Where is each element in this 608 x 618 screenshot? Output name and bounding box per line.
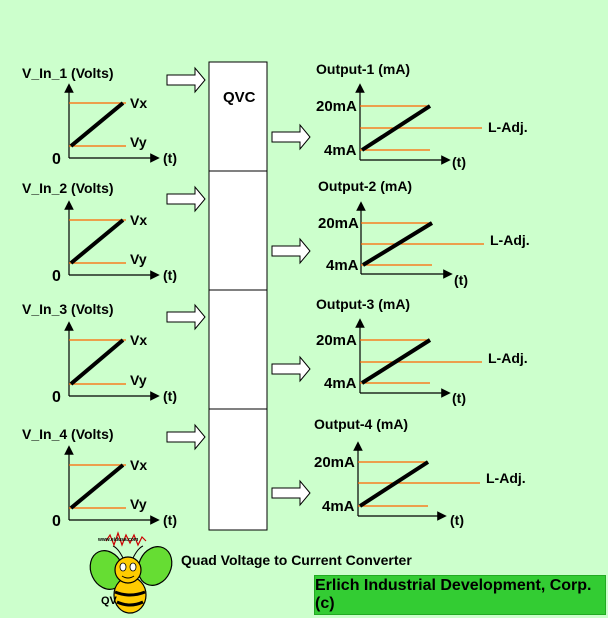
company-footer: Erlich Industrial Development, Corp. (c) <box>314 575 606 615</box>
output-4-label: Output-4 (mA) <box>314 416 408 432</box>
input-3-vx-label: Vx <box>130 332 147 348</box>
input-4-ramp <box>69 463 125 510</box>
output-3-label: Output-3 (mA) <box>316 296 410 312</box>
bee-signal-wave <box>105 531 147 547</box>
bee-mouth <box>121 575 135 579</box>
bee-logo-letters: QV <box>101 595 118 607</box>
input-1-ramp <box>69 101 125 148</box>
output-4-ramp <box>358 460 430 508</box>
output-2-t-label: (t) <box>454 272 468 288</box>
output-3-low-label: 4mA <box>324 375 357 392</box>
input-1-label: V_In_1 (Volts) <box>22 65 114 81</box>
output-1-label: Output-1 (mA) <box>316 61 410 77</box>
bee-logo: www.eidusa.com QV <box>89 531 173 614</box>
output-2-adj-label: L-Adj. <box>490 232 530 248</box>
input-arrow-2 <box>166 185 206 213</box>
output-4-low-label: 4mA <box>322 498 355 515</box>
bee-right-antenna <box>132 545 144 559</box>
output-3-adj-label: L-Adj. <box>488 350 528 366</box>
input-2-zero-label: 0 <box>52 268 61 285</box>
input-2-vy-label: Vy <box>130 251 147 267</box>
output-arrow-4 <box>271 479 311 507</box>
input-1-zero-label: 0 <box>52 151 61 168</box>
input-4-vy-label: Vy <box>130 496 147 512</box>
output-1-low-label: 4mA <box>324 142 357 159</box>
input-graph-2: V_In_2 (Volts) Vx Vy 0 (t) <box>22 180 177 285</box>
bee-logo-url: www.eidusa.com <box>97 537 139 543</box>
input-arrow-4 <box>166 423 206 451</box>
output-2-high-label: 20mA <box>318 215 359 232</box>
input-arrow-1 <box>166 66 206 94</box>
output-2-low-label: 4mA <box>326 257 359 274</box>
diagram-caption: Quad Voltage to Current Converter <box>181 552 412 568</box>
output-3-ramp <box>360 338 432 385</box>
input-4-zero-label: 0 <box>52 513 61 530</box>
output-3-high-label: 20mA <box>316 332 357 349</box>
input-graph-4: V_In_4 (Volts) Vx Vy 0 (t) <box>22 426 177 530</box>
output-arrow-1 <box>271 123 311 151</box>
input-graph-3: V_In_3 (Volts) Vx Vy 0 (t) <box>22 301 177 406</box>
input-3-vy-label: Vy <box>130 372 147 388</box>
bee-right-wing <box>137 546 173 586</box>
output-arrow-3 <box>271 355 311 383</box>
input-4-label: V_In_4 (Volts) <box>22 426 114 442</box>
input-1-vx-label: Vx <box>130 95 147 111</box>
output-graph-2: Output-2 (mA) 20mA 4mA L-Adj. (t) <box>318 178 530 288</box>
input-graph-1: V_In_1 (Volts) Vx Vy 0 (t) <box>22 65 177 168</box>
input-2-label: V_In_2 (Volts) <box>22 180 114 196</box>
output-2-label: Output-2 (mA) <box>318 178 412 194</box>
qvc-label: QVC <box>223 89 256 106</box>
input-2-t-label: (t) <box>163 267 177 283</box>
input-3-zero-label: 0 <box>52 389 61 406</box>
output-graph-1: Output-1 (mA) 20mA 4mA L-Adj. (t) <box>316 61 528 170</box>
output-2-ramp <box>361 221 434 267</box>
input-3-ramp <box>69 338 125 386</box>
company-footer-text: Erlich Industrial Development, Corp. (c) <box>315 577 592 612</box>
input-1-vy-label: Vy <box>130 134 147 150</box>
input-3-label: V_In_3 (Volts) <box>22 301 114 317</box>
output-1-adj-label: L-Adj. <box>488 119 528 135</box>
bee-head <box>114 556 142 584</box>
bee-right-eye <box>129 562 137 572</box>
bee-left-antenna <box>112 545 124 559</box>
output-1-t-label: (t) <box>452 154 466 170</box>
input-2-vx-label: Vx <box>130 212 147 228</box>
output-4-high-label: 20mA <box>314 454 355 471</box>
input-3-t-label: (t) <box>163 388 177 404</box>
output-4-adj-label: L-Adj. <box>486 470 526 486</box>
bee-stripe-1 <box>114 590 146 597</box>
input-1-t-label: (t) <box>163 150 177 166</box>
qvc-box <box>208 61 268 531</box>
output-arrow-2 <box>271 237 311 265</box>
input-4-t-label: (t) <box>163 512 177 528</box>
input-arrow-3 <box>166 303 206 331</box>
bee-left-eye <box>119 562 127 572</box>
output-1-ramp <box>360 104 432 152</box>
output-1-high-label: 20mA <box>316 98 357 115</box>
output-3-t-label: (t) <box>452 390 466 406</box>
bee-stripe-2 <box>116 600 144 607</box>
input-4-vx-label: Vx <box>130 457 147 473</box>
output-4-t-label: (t) <box>450 512 464 528</box>
input-2-ramp <box>69 218 125 265</box>
output-graph-3: Output-3 (mA) 20mA 4mA L-Adj. (t) <box>316 296 528 406</box>
output-graph-4: Output-4 (mA) 20mA 4mA L-Adj. (t) <box>314 416 526 528</box>
qvc-block: QVC <box>208 61 268 531</box>
